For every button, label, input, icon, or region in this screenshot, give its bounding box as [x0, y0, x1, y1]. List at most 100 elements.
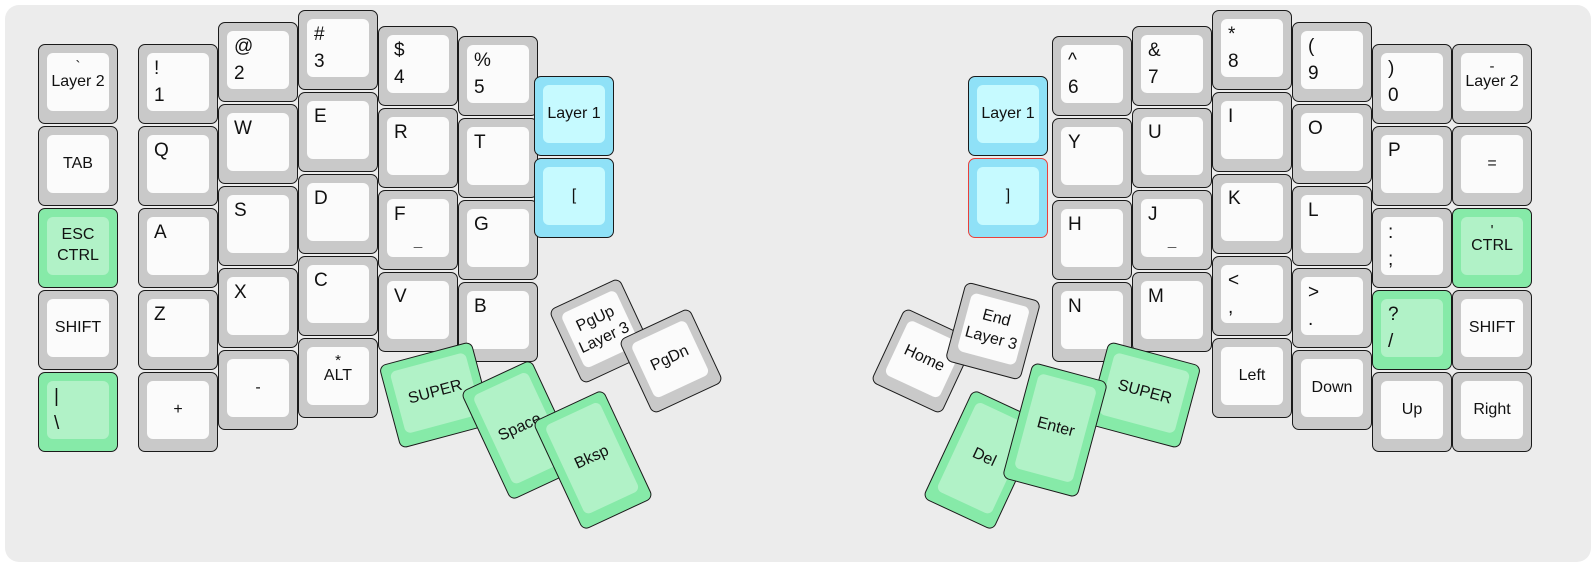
legend-center: Up: [1401, 401, 1423, 418]
key-f[interactable]: F_: [378, 190, 458, 270]
legend-center: -: [255, 379, 261, 396]
key-o[interactable]: O: [1292, 104, 1372, 184]
key-s[interactable]: S: [218, 186, 298, 266]
key-w[interactable]: W: [218, 104, 298, 184]
legend-center: Enter: [1035, 414, 1077, 441]
key-x[interactable]: X: [218, 268, 298, 348]
key-equal[interactable]: =: [1452, 126, 1532, 206]
key-left[interactable]: Left: [1212, 338, 1292, 418]
key-k[interactable]: K: [1212, 174, 1292, 254]
key-bracket-right[interactable]: ]: [968, 158, 1048, 238]
key-h[interactable]: H: [1052, 200, 1132, 280]
legend-center: ESC CTRL: [57, 226, 99, 264]
key-up[interactable]: Up: [1372, 372, 1452, 452]
legend-top: ): [1388, 58, 1395, 79]
key-plus[interactable]: +: [138, 372, 218, 452]
key-pipe-backslash[interactable]: |\: [38, 372, 118, 452]
key-cap: &7: [1141, 35, 1203, 93]
key-a[interactable]: A: [138, 208, 218, 288]
key-i[interactable]: I: [1212, 92, 1292, 172]
key-l[interactable]: L: [1292, 186, 1372, 266]
key-cap: End Layer 3: [956, 292, 1031, 366]
key-cap: ^6: [1061, 45, 1123, 103]
key-4[interactable]: $4: [378, 26, 458, 106]
key-d[interactable]: D: [298, 174, 378, 254]
key-cap: >.: [1301, 277, 1363, 335]
key-1[interactable]: !1: [138, 44, 218, 124]
key-z[interactable]: Z: [138, 290, 218, 370]
key-u[interactable]: U: [1132, 108, 1212, 188]
key-6[interactable]: ^6: [1052, 36, 1132, 116]
key-alt[interactable]: *ALT: [298, 338, 378, 418]
legend-top: A: [154, 222, 167, 243]
key-slash[interactable]: ?/: [1372, 290, 1452, 370]
legend-top: T: [474, 132, 486, 153]
legend-top: P: [1388, 140, 1401, 161]
key-cap: O: [1301, 113, 1363, 171]
key-cap: %5: [467, 45, 529, 103]
legend-bottom: 4: [394, 67, 405, 88]
key-cap: M: [1141, 281, 1203, 339]
key-c[interactable]: C: [298, 256, 378, 336]
key-m[interactable]: M: [1132, 272, 1212, 352]
key-cap: Y: [1061, 127, 1123, 185]
key-r[interactable]: R: [378, 108, 458, 188]
key-y[interactable]: Y: [1052, 118, 1132, 198]
key-cap: SHIFT: [1461, 299, 1523, 357]
legend-bottom: \: [54, 413, 60, 434]
legend-center: Right: [1473, 401, 1511, 418]
key-cap: U: [1141, 117, 1203, 175]
key-9[interactable]: (9: [1292, 22, 1372, 102]
key-3[interactable]: #3: [298, 10, 378, 90]
key-cap: +: [147, 381, 209, 439]
key-semicolon[interactable]: :;: [1372, 208, 1452, 288]
key-cap: Q: [147, 135, 209, 193]
key-minus-layer2[interactable]: -Layer 2: [1452, 44, 1532, 124]
key-cap: |\: [47, 381, 109, 439]
legend-top: @: [234, 36, 254, 57]
legend-top: B: [474, 296, 487, 317]
key-2[interactable]: @2: [218, 22, 298, 102]
key-q[interactable]: Q: [138, 126, 218, 206]
key-e[interactable]: E: [298, 92, 378, 172]
key-shift[interactable]: SHIFT: [1452, 290, 1532, 370]
legend-top: Q: [154, 140, 169, 161]
legend-center: Left: [1238, 367, 1266, 384]
key-v[interactable]: V: [378, 272, 458, 352]
key-layer1[interactable]: Layer 1: [534, 76, 614, 156]
key-tab[interactable]: TAB: [38, 126, 118, 206]
key-g[interactable]: G: [458, 200, 538, 280]
key-shift[interactable]: SHIFT: [38, 290, 118, 370]
key-5[interactable]: %5: [458, 36, 538, 116]
key-t[interactable]: T: [458, 118, 538, 198]
key-cap: T: [467, 127, 529, 185]
key-cap: Enter: [1013, 372, 1098, 484]
key-cap: V: [387, 281, 449, 339]
legend-center: SHIFT: [54, 319, 102, 336]
key-8[interactable]: *8: [1212, 10, 1292, 90]
key-b[interactable]: B: [458, 282, 538, 362]
key-j[interactable]: J_: [1132, 190, 1212, 270]
key-0[interactable]: )0: [1372, 44, 1452, 124]
key-cap: I: [1221, 101, 1283, 159]
key-esc-ctrl[interactable]: ESC CTRL: [38, 208, 118, 288]
legend-top: ': [1490, 222, 1494, 239]
key-enter[interactable]: Enter: [1001, 361, 1109, 499]
key-bracket-left[interactable]: [: [534, 158, 614, 238]
key-cap: #3: [307, 19, 369, 77]
key-grave-layer2[interactable]: `Layer 2: [38, 44, 118, 124]
key-p[interactable]: P: [1372, 126, 1452, 206]
key-cap: SHIFT: [47, 299, 109, 357]
key-layer1[interactable]: Layer 1: [968, 76, 1048, 156]
key-cap: -: [227, 359, 289, 417]
key-7[interactable]: &7: [1132, 26, 1212, 106]
key-period[interactable]: >.: [1292, 268, 1372, 348]
key-cap: Right: [1461, 381, 1523, 439]
legend-center: Home: [901, 341, 948, 376]
key-cap: J_: [1141, 199, 1203, 257]
key-quote-ctrl[interactable]: 'CTRL: [1452, 208, 1532, 288]
key-right[interactable]: Right: [1452, 372, 1532, 452]
key-comma[interactable]: <,: [1212, 256, 1292, 336]
key-minus[interactable]: -: [218, 350, 298, 430]
key-down[interactable]: Down: [1292, 350, 1372, 430]
